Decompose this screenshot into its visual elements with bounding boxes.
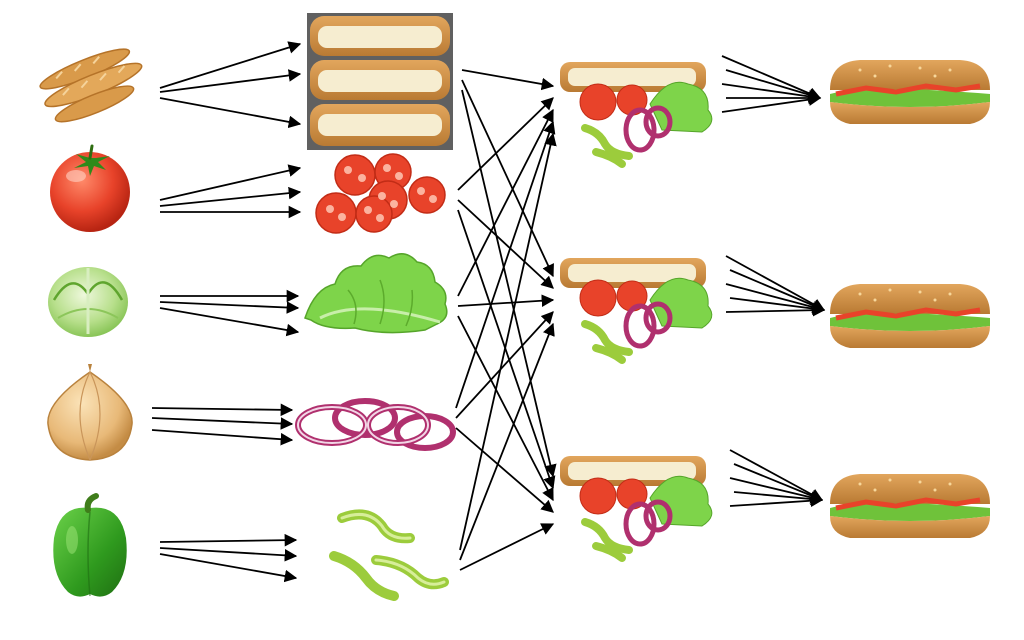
- flow-arrow-onion-to-onion-rings: [151, 403, 294, 417]
- sub-sandwich-1: [830, 60, 990, 124]
- flow-arrow-bread-halves-to-assembly-1: [461, 69, 555, 91]
- flow-arrow-assembly-2-to-sub-2: [725, 303, 826, 317]
- flow-arrow-pepper-to-pepper-strips: [159, 547, 298, 562]
- flow-arrow-assembly-2-to-sub-2: [725, 255, 826, 311]
- lettuce-leaves-icon: [304, 253, 448, 334]
- flow-arrow-assembly-3-to-sub-3: [733, 491, 824, 506]
- flow-arrow-lettuce-leaves-to-assembly-2: [457, 294, 555, 308]
- flow-arrow-pepper-strips-to-assembly-1: [459, 132, 557, 551]
- flow-arrow-lettuce-to-lettuce-leaves: [159, 307, 300, 337]
- lettuce-icon: [48, 267, 128, 337]
- flow-arrow-lettuce-leaves-to-assembly-3: [457, 315, 554, 502]
- ingredient-set-3: [560, 456, 713, 562]
- flow-arrow-assembly-2-to-sub-2: [725, 283, 826, 314]
- ingredient-set-2: [560, 258, 713, 364]
- flow-arrow-onion-rings-to-assembly-2: [455, 311, 554, 419]
- flow-arrow-onion-to-onion-rings: [151, 417, 294, 430]
- sub-sandwich-icon: [830, 474, 990, 538]
- ingredient-set-icon: [560, 258, 713, 364]
- baguette-icon: [39, 48, 143, 123]
- flow-arrow-baguette-to-bread-halves: [159, 97, 302, 129]
- flow-arrow-assembly-1-to-sub-1: [721, 83, 822, 103]
- pepper-strips-icon: [329, 509, 449, 601]
- flow-arrow-tomato-to-tomato-slices: [159, 164, 302, 201]
- flow-arrow-tomato-slices-to-assembly-1: [457, 97, 554, 191]
- sub-sandwich-icon: [830, 60, 990, 124]
- flow-arrow-bread-halves-to-assembly-2: [461, 79, 554, 278]
- flow-arrow-assembly-2-to-sub-2: [729, 297, 826, 315]
- flow-arrow-assembly-1-to-sub-1: [725, 69, 822, 101]
- sub-sandwich-3: [830, 474, 990, 538]
- flow-arrow-pepper-strips-to-assembly-3: [459, 523, 555, 571]
- sub-sandwich-2: [830, 284, 990, 348]
- green-pepper-icon: [53, 493, 127, 597]
- flow-arrow-pepper-to-pepper-strips: [159, 553, 298, 583]
- flow-arrow-pepper-to-pepper-strips: [159, 533, 298, 547]
- flow-arrow-bread-halves-to-assembly-3: [461, 89, 557, 478]
- flow-arrow-onion-to-onion-rings: [151, 429, 294, 446]
- tomato-slices-icon: [315, 153, 446, 234]
- ingredient-set-icon: [560, 456, 713, 562]
- flow-arrow-baguette-to-bread-halves: [159, 41, 302, 89]
- ingredient-set-icon: [560, 62, 713, 168]
- flow-arrow-pepper-strips-to-assembly-2: [459, 322, 555, 561]
- flow-arrow-assembly-1-to-sub-1: [721, 93, 822, 113]
- flow-arrow-tomato-slices-to-assembly-2: [457, 199, 554, 289]
- onion-rings-icon: [295, 398, 456, 451]
- tomato-icon: [50, 144, 130, 232]
- flow-arrow-assembly-3-to-sub-3: [729, 477, 824, 504]
- onion-icon: [47, 364, 133, 461]
- flow-arrow-assembly-1-to-sub-1: [721, 55, 822, 100]
- flow-arrow-onion-rings-to-assembly-3: [455, 427, 554, 513]
- flow-arrow-tomato-to-tomato-slices: [159, 186, 302, 207]
- flow-arrow-lettuce-leaves-to-assembly-1: [457, 108, 554, 297]
- ingredient-set-1: [560, 62, 713, 168]
- flow-arrow-assembly-3-to-sub-3: [733, 463, 824, 502]
- flow-arrow-lettuce-to-lettuce-leaves: [159, 301, 300, 314]
- flow-arrow-assembly-3-to-sub-3: [729, 449, 824, 501]
- sub-sandwich-icon: [830, 284, 990, 348]
- flow-arrows: [151, 41, 826, 583]
- flow-arrow-onion-rings-to-assembly-1: [455, 120, 556, 409]
- flow-arrow-assembly-3-to-sub-3: [729, 494, 824, 508]
- flow-arrow-baguette-to-bread-halves: [159, 69, 302, 93]
- sliced-bread-icon: [307, 13, 453, 150]
- flow-arrow-assembly-2-to-sub-2: [729, 269, 826, 312]
